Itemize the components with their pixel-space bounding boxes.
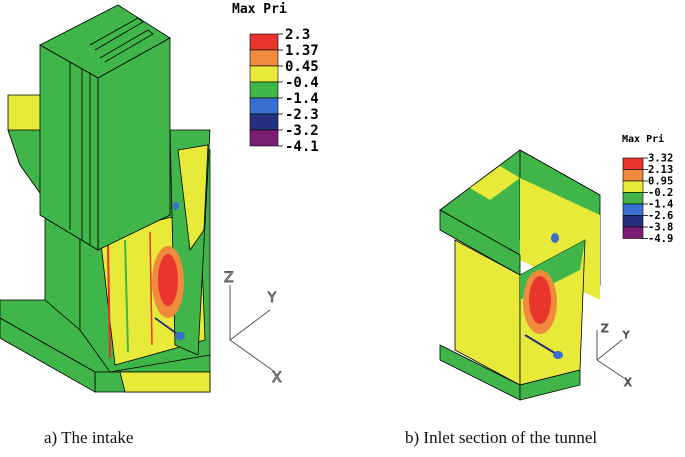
- legend-level-label: 0.45: [285, 59, 319, 75]
- legend-level-label: -0.2: [648, 187, 673, 199]
- gate-slot-line: [149, 231, 153, 346]
- legend-swatch: [622, 203, 644, 216]
- legend-level-label: 2.3: [285, 27, 310, 43]
- inlet-stress-red: [529, 276, 551, 324]
- legend-level-label: 2.13: [648, 164, 673, 176]
- legend-swatch: [249, 65, 279, 83]
- axis-triad-a: Z Y X: [224, 270, 283, 387]
- legend-swatch: [249, 81, 279, 99]
- legend-swatch: [249, 97, 279, 115]
- legend-swatch: [622, 169, 644, 182]
- legend-swatch: [622, 180, 644, 193]
- legend-swatch: [249, 113, 279, 131]
- legend-swatch: [249, 129, 279, 147]
- gate-slot-line: [107, 244, 111, 359]
- legend-level-label: -2.6: [648, 210, 673, 222]
- legend-swatch: [622, 192, 644, 205]
- caption-b: b) Inlet section of the tunnel: [405, 428, 598, 447]
- legend-level-label: -2.3: [285, 107, 319, 123]
- inlet-top-yellow: [470, 166, 520, 200]
- legend-swatch: [622, 215, 644, 228]
- caption-a: a) The intake: [44, 428, 134, 447]
- legend-level-label: 3.32: [648, 153, 673, 165]
- legend-level-label: -1.4: [285, 91, 319, 107]
- legend-swatch: [622, 157, 644, 170]
- intake-blue-spot: [173, 202, 179, 210]
- intake-blue-spot: [175, 332, 185, 340]
- tower-slot: [99, 29, 154, 63]
- intake-blue-edge: [154, 317, 181, 337]
- legend-title: Max Pri: [622, 133, 664, 145]
- legend-level-label: -3.2: [285, 123, 319, 139]
- legend-level-label: -4.9: [648, 233, 673, 245]
- legend-a: Max Pri 2.31.370.45-0.4-1.4-2.3-3.2-4.1: [232, 2, 319, 155]
- legend-swatch: [249, 33, 279, 51]
- intake-model: [0, 4, 211, 393]
- legend-swatch: [249, 49, 279, 67]
- inlet-blue-edge: [524, 334, 559, 356]
- intake-stress-red: [158, 254, 178, 306]
- legend-swatch: [622, 226, 644, 239]
- axis-label-y: Y: [622, 330, 630, 341]
- tower-slot: [89, 17, 144, 51]
- intake-tower-side: [39, 44, 99, 251]
- legend-level-label: -1.4: [648, 199, 673, 211]
- legend-level-label: -4.1: [285, 139, 319, 155]
- axis-label-x: X: [272, 370, 282, 386]
- inlet-model: [439, 149, 601, 401]
- legend-level-label: 1.37: [285, 43, 319, 59]
- inlet-blue-spot: [553, 351, 563, 359]
- intake-left-bracket-green: [7, 129, 46, 202]
- intake-taper-yellow: [177, 144, 209, 252]
- inlet-blue-spot: [551, 233, 559, 243]
- axis-label-z: Z: [601, 322, 609, 335]
- intake-base-yellow-patch: [119, 371, 211, 393]
- axis-label-x: X: [624, 376, 632, 389]
- legend-title: Max Pri: [232, 2, 287, 17]
- axis-triad-b: Z Y X: [596, 322, 633, 390]
- legend-b: Max Pri 3.322.130.95-0.2-1.4-2.6-3.8-4.9: [622, 133, 673, 245]
- legend-level-label: -3.8: [648, 222, 673, 234]
- intake-base-side: [0, 317, 96, 393]
- axis-label-z: Z: [224, 270, 234, 286]
- gate-slot-line: [124, 239, 129, 353]
- inlet-base-right: [519, 369, 581, 401]
- axis-label-y: Y: [267, 291, 276, 306]
- legend-level-label: -0.4: [285, 75, 319, 91]
- legend-level-label: 0.95: [648, 176, 673, 188]
